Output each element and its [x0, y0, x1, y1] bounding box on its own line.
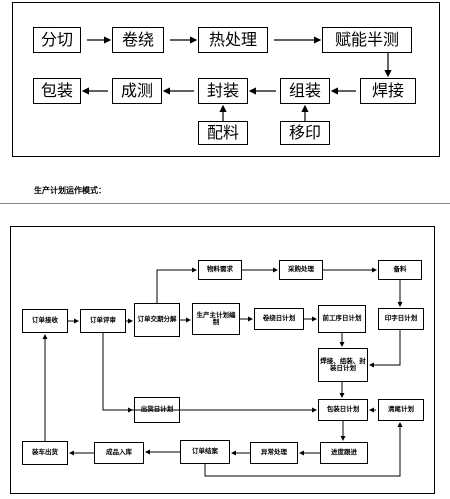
node-peiliao: 配料	[198, 121, 248, 145]
node-yiyin: 移印	[280, 121, 330, 145]
node-cgcl: 采购处理	[279, 260, 323, 280]
node-baozhuang: 包装	[33, 78, 81, 104]
node-fengzhuang: 封装	[198, 78, 248, 104]
node-qwjh: 清尾计划	[378, 399, 424, 421]
node-ddps: 订单评审	[80, 309, 126, 333]
node-ddjs: 订单接收	[22, 309, 68, 333]
node-fenqie: 分切	[33, 27, 81, 53]
node-juanrao: 卷绕	[112, 27, 164, 53]
node-hanjie: 焊接	[360, 78, 416, 104]
arrow-ddja-qwjh	[204, 422, 403, 477]
node-bzrjh: 包装日计划	[318, 399, 368, 421]
arrow-ddjf-wlxq	[156, 267, 197, 303]
node-funeng: 赋能半测	[322, 27, 412, 53]
node-wlxq: 物料需求	[198, 260, 242, 280]
node-ddjf: 订单交期分解	[134, 303, 180, 337]
node-cprk: 成品入库	[94, 442, 144, 464]
node-jdgj: 进度跟进	[320, 442, 368, 464]
node-chengce: 成测	[112, 78, 162, 104]
node-zccs: 装车出货	[22, 441, 68, 465]
node-jrrjh: 卷绕日计划	[254, 308, 304, 330]
node-hjzz: 焊接、组装、封装日计划	[318, 348, 368, 382]
node-yccl: 异常处理	[250, 442, 298, 464]
node-qgxrjh: 前工序日计划	[318, 305, 366, 333]
section-caption: 生产计划运作模式：	[34, 186, 106, 195]
node-rechuli: 热处理	[198, 27, 268, 53]
node-zuzhuang: 组装	[280, 78, 330, 104]
node-yzrjh: 印字日计划	[378, 308, 424, 330]
arrow-ddps-bzrjh	[102, 333, 317, 413]
node-ddja: 订单结案	[180, 440, 230, 464]
arrow-yzrjh-hjzz	[369, 330, 401, 368]
node-bl: 备料	[378, 260, 422, 280]
divider-line	[0, 203, 450, 204]
node-sczjh: 生产主计划编制	[192, 303, 240, 335]
